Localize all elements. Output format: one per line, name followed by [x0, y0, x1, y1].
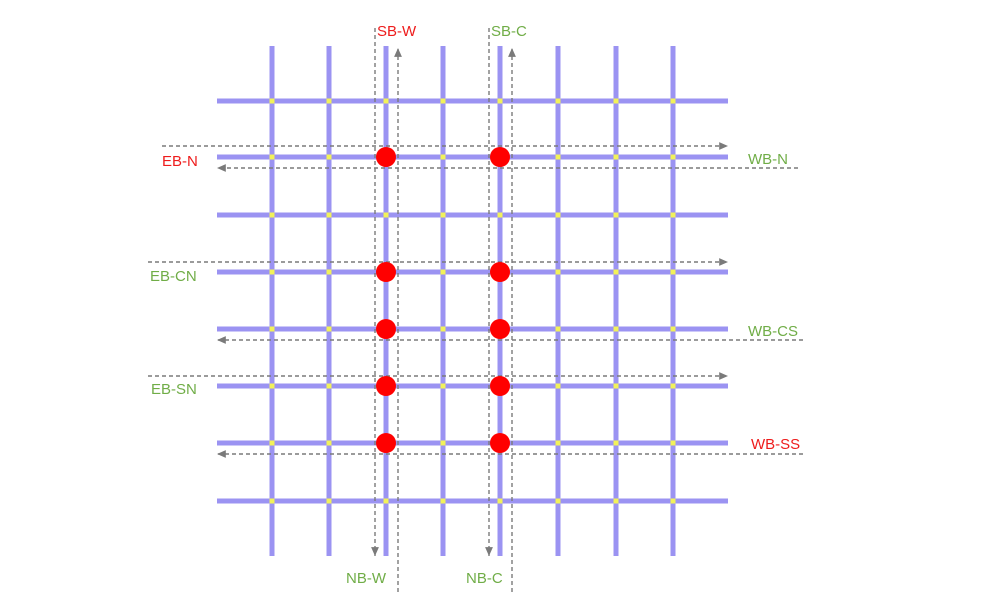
intersection-node — [670, 440, 676, 446]
intersection-node — [326, 212, 332, 218]
intersection-node — [670, 154, 676, 160]
intersection-node — [269, 498, 275, 504]
intersection-node — [269, 326, 275, 332]
label-nb-w: NB-W — [346, 570, 387, 587]
label-eb-sn: EB-SN — [151, 381, 197, 398]
intersection-node — [613, 154, 619, 160]
intersection-node — [326, 98, 332, 104]
intersection-node — [440, 440, 446, 446]
label-wb-cs: WB-CS — [748, 323, 798, 340]
intersection-node — [440, 326, 446, 332]
red-marker-9 — [376, 433, 396, 453]
intersection-node — [613, 212, 619, 218]
red-marker-2 — [490, 147, 510, 167]
intersection-node — [670, 98, 676, 104]
direction-arrows — [148, 28, 803, 592]
intersection-node — [326, 440, 332, 446]
label-nb-c: NB-C — [466, 570, 503, 587]
intersection-node — [497, 212, 503, 218]
intersection-node — [670, 326, 676, 332]
intersection-node — [555, 154, 561, 160]
red-marker-4 — [490, 262, 510, 282]
intersection-node — [497, 498, 503, 504]
intersection-node — [613, 326, 619, 332]
intersection-node — [670, 212, 676, 218]
intersection-node — [269, 98, 275, 104]
red-marker-8 — [490, 376, 510, 396]
intersection-node — [613, 440, 619, 446]
intersection-node — [613, 498, 619, 504]
red-marker-7 — [376, 376, 396, 396]
intersection-node — [613, 269, 619, 275]
intersection-node — [555, 212, 561, 218]
intersection-node — [326, 326, 332, 332]
intersection-node — [613, 98, 619, 104]
marked-intersections — [376, 147, 510, 453]
label-eb-n: EB-N — [162, 153, 198, 170]
intersection-node — [440, 498, 446, 504]
intersection-node — [670, 269, 676, 275]
red-marker-5 — [376, 319, 396, 339]
horizontal-roads — [217, 98, 728, 504]
red-marker-6 — [490, 319, 510, 339]
intersection-node — [326, 498, 332, 504]
intersection-node — [383, 212, 389, 218]
intersection-node — [440, 212, 446, 218]
intersection-node — [440, 383, 446, 389]
intersection-node — [269, 269, 275, 275]
label-sb-w: SB-W — [377, 23, 417, 40]
vertical-roads — [269, 46, 676, 556]
intersection-node — [440, 98, 446, 104]
label-eb-cn: EB-CN — [150, 268, 197, 285]
intersection-node — [555, 440, 561, 446]
intersection-node — [555, 383, 561, 389]
intersection-node — [440, 269, 446, 275]
intersection-node — [326, 154, 332, 160]
label-sb-c: SB-C — [491, 23, 527, 40]
label-wb-n: WB-N — [748, 151, 788, 168]
intersection-node — [613, 383, 619, 389]
intersection-node — [440, 154, 446, 160]
intersection-node — [326, 269, 332, 275]
intersection-node — [555, 326, 561, 332]
intersection-node — [555, 498, 561, 504]
red-marker-1 — [376, 147, 396, 167]
intersection-node — [670, 498, 676, 504]
intersection-node — [383, 98, 389, 104]
intersection-node — [269, 383, 275, 389]
intersection-node — [555, 98, 561, 104]
intersection-node — [269, 154, 275, 160]
intersection-node — [497, 98, 503, 104]
label-wb-ss: WB-SS — [751, 436, 800, 453]
intersection-node — [326, 383, 332, 389]
intersection-node — [670, 383, 676, 389]
intersection-node — [555, 269, 561, 275]
intersection-node — [269, 212, 275, 218]
red-marker-10 — [490, 433, 510, 453]
intersection-node — [383, 498, 389, 504]
intersection-node — [269, 440, 275, 446]
red-marker-3 — [376, 262, 396, 282]
